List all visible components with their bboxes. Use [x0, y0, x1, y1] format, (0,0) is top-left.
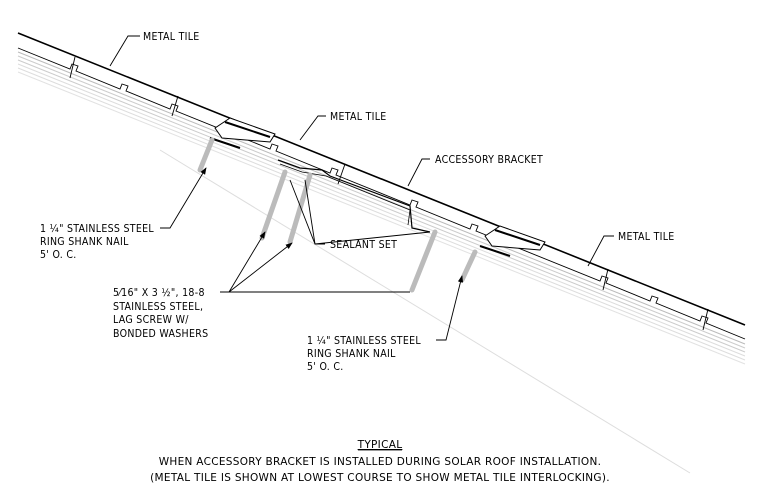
label-accessory-bracket: ACCESSORY BRACKET — [435, 154, 543, 166]
svg-text:RING SHANK NAIL: RING SHANK NAIL — [40, 236, 129, 248]
label-nail-left: 1 ¼" STAINLESS STEEL RING SHANK NAIL 5' … — [40, 223, 154, 261]
solar-mount-left — [209, 117, 276, 149]
label-metal-tile-top: METAL TILE — [143, 31, 200, 43]
svg-text:5' O. C.: 5' O. C. — [307, 361, 344, 373]
svg-text:5⁄16" X 3 ½", 18-8: 5⁄16" X 3 ½", 18-8 — [113, 287, 205, 299]
caption-line-1: WHEN ACCESSORY BRACKET IS INSTALLED DURI… — [159, 456, 602, 468]
label-sealant-set: SEALANT SET — [330, 239, 397, 251]
accessory-bracket — [277, 159, 431, 233]
roof-layers — [17, 32, 746, 474]
caption-title: TYPICAL — [357, 439, 403, 451]
svg-text:BONDED WASHERS: BONDED WASHERS — [113, 328, 208, 340]
fasteners — [197, 137, 478, 293]
svg-text:1 ¼" STAINLESS STEEL: 1 ¼" STAINLESS STEEL — [307, 335, 421, 347]
caption: TYPICAL WHEN ACCESSORY BRACKET IS INSTAL… — [150, 439, 610, 484]
label-nail-right: 1 ¼" STAINLESS STEEL RING SHANK NAIL 5' … — [307, 335, 421, 373]
svg-text:5' O. C.: 5' O. C. — [40, 249, 77, 261]
solar-mount-right — [479, 225, 546, 257]
label-metal-tile-right: METAL TILE — [618, 231, 675, 243]
label-lag-screw: 5⁄16" X 3 ½", 18-8 STAINLESS STEEL, LAG … — [113, 287, 208, 340]
label-metal-tile-middle: METAL TILE — [330, 111, 387, 123]
svg-text:1 ¼" STAINLESS STEEL: 1 ¼" STAINLESS STEEL — [40, 223, 154, 235]
svg-text:RING SHANK NAIL: RING SHANK NAIL — [307, 348, 396, 360]
svg-text:LAG SCREW W/: LAG SCREW W/ — [113, 314, 189, 326]
svg-text:STAINLESS STEEL,: STAINLESS STEEL, — [113, 301, 203, 313]
caption-line-2: (METAL TILE IS SHOWN AT LOWEST COURSE TO… — [150, 472, 610, 484]
